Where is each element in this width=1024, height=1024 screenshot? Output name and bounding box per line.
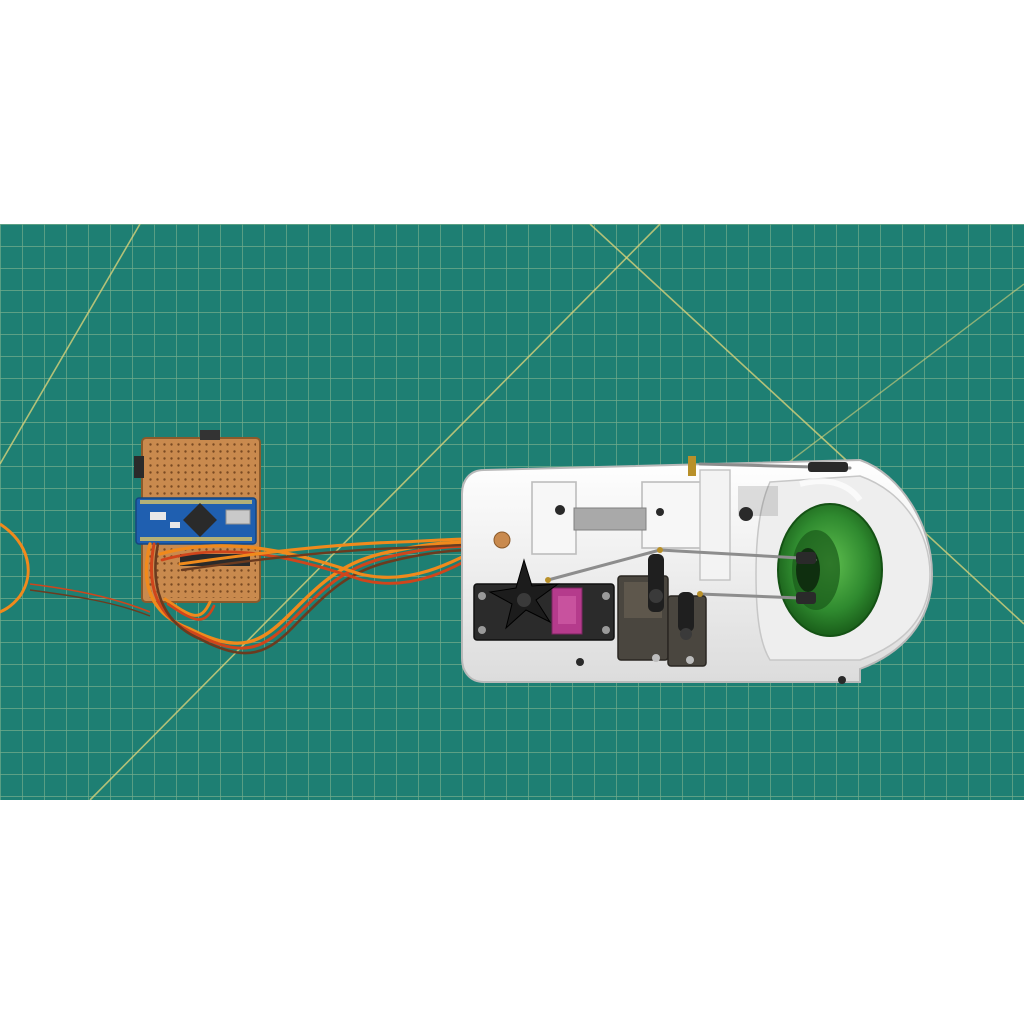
photo-scene bbox=[0, 224, 1024, 800]
servo-middle bbox=[617, 554, 669, 662]
servo-wire-bundle bbox=[144, 537, 502, 655]
loose-wires bbox=[0, 522, 151, 617]
rod-ends bbox=[545, 462, 848, 604]
servo-left bbox=[473, 558, 615, 666]
arduino-nano-board bbox=[135, 497, 257, 545]
servo-right bbox=[667, 592, 707, 667]
